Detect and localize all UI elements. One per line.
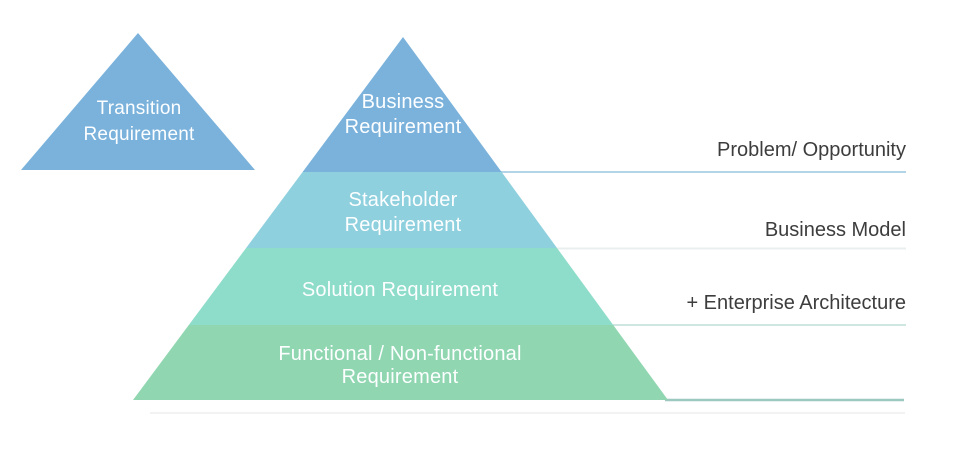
annotation-business-model: Business Model [764,219,906,241]
pyramid-label-functional: Functional / Non-functional Requirement [278,343,522,388]
pyramid-level-solution [188,248,614,325]
pyramid-level-business [302,37,502,172]
annotation-enterprise-architecture: + Enterprise Architecture [686,292,906,314]
pyramid-label-stakeholder: Stakeholder Requirement [344,189,462,236]
pyramid-label-business: Business Requirement [344,91,462,138]
transition-triangle [21,33,255,170]
annotation-problem-opportunity: Problem/ Opportunity [717,139,906,161]
pyramid-level-stakeholder [246,172,557,248]
transition-triangle-label: Transition Requirement [83,98,195,145]
pyramid-label-solution: Solution Requirement [301,279,499,301]
pyramid-level-functional [133,325,668,400]
